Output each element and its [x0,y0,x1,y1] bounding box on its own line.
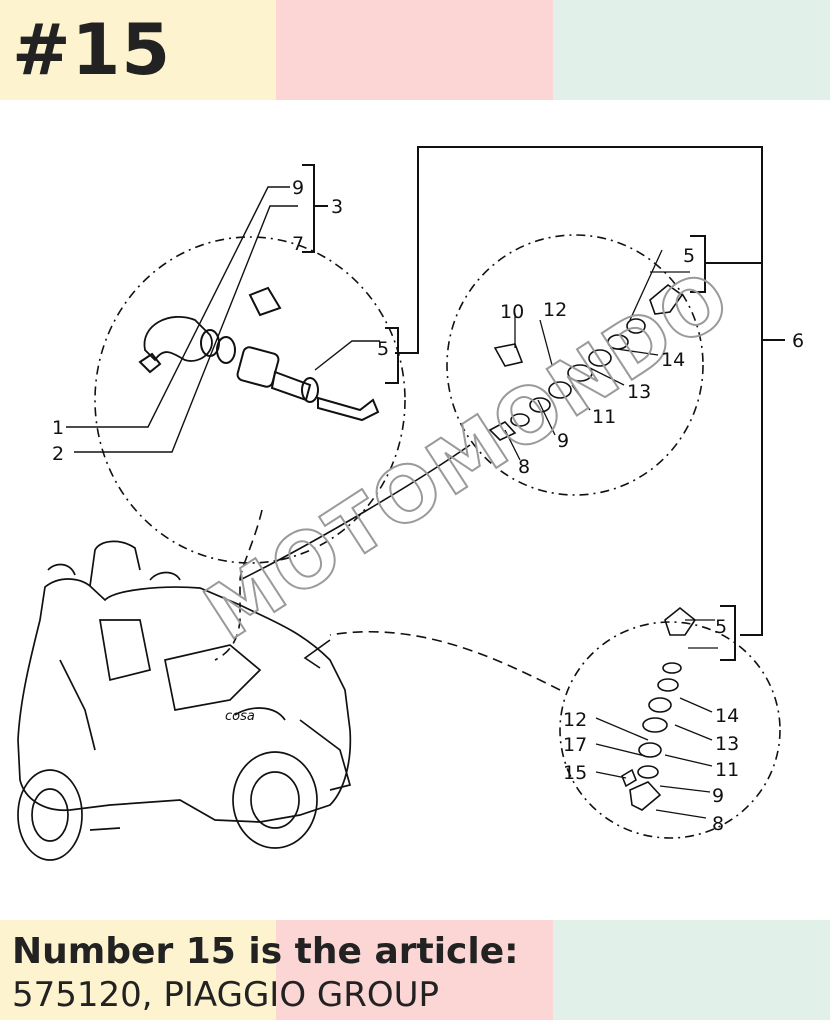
label-mr-14: 14 [661,349,685,371]
label-br-17: 17 [563,734,587,756]
detail-circle-top-left [94,236,406,564]
label-br-14: 14 [715,705,739,727]
group-bracket-6 [395,146,763,636]
band-pink [276,920,553,1020]
detail-circle-bottom-right [559,621,781,839]
label-br-9: 9 [712,785,724,807]
scooter-outline [17,540,352,861]
band-mint [553,0,830,100]
detail-circle-middle-right [446,234,704,496]
label-tl-2: 2 [52,443,64,465]
leader-line-bottom [329,631,561,691]
label-br-12: 12 [563,709,587,731]
article-number: 575120, PIAGGIO GROUP [12,975,440,1015]
band-pink [276,0,553,100]
label-mr-5: 5 [683,245,695,267]
rear-wheel [232,751,318,849]
label-br-13: 13 [715,733,739,755]
label-br-8: 8 [712,813,724,835]
exploded-parts-diagram: MOTOMONDO cosa 9 3 7 5 1 2 5 10 12 14 13… [17,146,804,861]
article-caption-title: Number 15 is the article: [12,931,519,972]
label-mr-8: 8 [518,456,530,478]
watermark: MOTOMONDO [189,252,746,657]
label-mr-11: 11 [592,406,616,428]
label-tl-3: 3 [331,196,343,218]
ignition-lock-body [143,315,213,362]
label-br-15: 15 [563,762,587,784]
label-mr-10: 10 [500,301,524,323]
label-br-5: 5 [715,616,727,638]
label-mr-13: 13 [627,381,651,403]
front-wheel [17,769,83,861]
bottom-color-band [0,920,830,1020]
leader-line-middle [239,444,471,581]
label-mr-12: 12 [543,299,567,321]
steering-lock-assembly [488,283,684,441]
label-tl-7: 7 [292,233,304,255]
label-br-11: 11 [715,759,739,781]
label-mr-9: 9 [557,430,569,452]
lock-cylinder-assembly [621,606,697,811]
part-number-heading: #15 [12,9,172,91]
label-group-6: 6 [792,330,804,352]
top-color-band [0,0,830,100]
band-yellow [0,920,276,1020]
label-tl-9: 9 [292,177,304,199]
article-caption: Number 15 is the article: 575120, PIAGGI… [12,930,519,1016]
band-mint [553,920,830,1020]
band-yellow [0,0,276,100]
label-tl-5: 5 [377,338,389,360]
label-tl-1: 1 [52,417,64,439]
scooter-badge: cosa [225,709,255,724]
